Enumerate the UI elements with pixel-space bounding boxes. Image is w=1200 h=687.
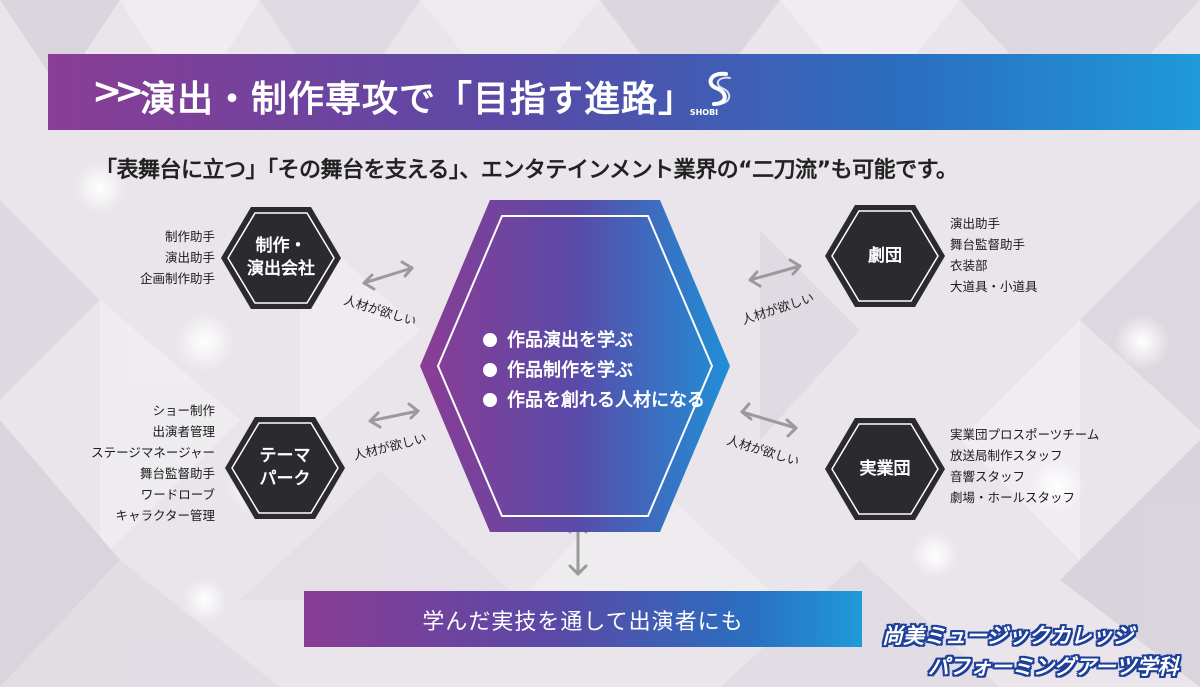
bottom-banner-text: 学んだ実技を通して出演者にも (422, 610, 744, 635)
list-item: 劇場・ホールスタッフ (950, 490, 1076, 505)
double-arrow-icon (362, 260, 414, 291)
theme-park-hexagon (225, 417, 345, 519)
list-item: 企画制作助手 (139, 271, 215, 286)
list-item: 演出助手 (164, 250, 215, 265)
list-item: 音響スタッフ (950, 469, 1026, 484)
center-bullet: 作品演出を学ぶ (483, 326, 633, 352)
shobi-logo (708, 71, 731, 106)
list-item: 制作助手 (164, 229, 215, 244)
production-job-list: 制作助手 演出助手 企画制作助手 (100, 226, 215, 289)
list-item: 衣装部 (950, 258, 988, 273)
list-item: 舞台監督助手 (950, 237, 1026, 252)
center-hexagon (420, 200, 730, 532)
double-arrow-icon (740, 402, 798, 438)
list-item: キャラクター管理 (115, 508, 215, 523)
list-item: 演出助手 (950, 216, 1001, 231)
logo-wordmark: SHOBI (689, 108, 719, 117)
theater-job-list: 演出助手 舞台監督助手 衣装部 大道具・小道具 (950, 213, 1038, 297)
list-item: 放送局制作スタッフ (950, 448, 1063, 463)
theater-company-label: 劇団 (868, 246, 902, 266)
list-item: ワードローブ (140, 487, 215, 502)
list-item: 大道具・小道具 (950, 279, 1038, 294)
double-arrow-icon (368, 402, 420, 429)
theme-park-job-list: ショー制作 出演者管理 ステージマネージャー 舞台監督助手 ワードローブ キャラ… (60, 400, 215, 526)
production-company-hexagon (221, 207, 341, 309)
page-title: 演出・制作専攻で「目指す進路」 (140, 79, 696, 120)
list-item: ショー制作 (152, 403, 215, 418)
list-item: ステージマネージャー (91, 445, 215, 460)
theater-company-hexagon (825, 205, 945, 307)
subtitle: 「表舞台に立つ」「その舞台を支える」、エンタテインメント業界の“二刀流”も可能で… (95, 158, 958, 183)
double-chevron-icon: >> (92, 71, 144, 112)
list-item: 出演者管理 (152, 424, 215, 439)
double-arrow-icon (748, 258, 802, 288)
title-banner (48, 54, 1200, 130)
corporate-team-hexagon (825, 418, 945, 520)
list-item: 実業団プロスポーツチーム (950, 427, 1100, 442)
bullet-dot-icon (483, 393, 497, 407)
theme-park-label: テーマ パーク (259, 446, 311, 489)
department-name: パフォーミングアーツ学科 (928, 655, 1179, 679)
list-item: 舞台監督助手 (139, 466, 215, 481)
corporate-team-label: 実業団 (859, 459, 911, 479)
production-company-label: 制作・ 演出会社 (247, 236, 315, 279)
bottom-banner (304, 591, 862, 647)
bullet-dot-icon (483, 333, 497, 347)
corporate-job-list: 実業団プロスポーツチーム 放送局制作スタッフ 音響スタッフ 劇場・ホールスタッフ (950, 424, 1099, 508)
center-bullet: 作品を創れる人材になる (483, 386, 705, 412)
school-name: 尚美ミュージックカレッジ (882, 624, 1134, 648)
bullet-dot-icon (483, 363, 497, 377)
center-bullet: 作品制作を学ぶ (483, 356, 633, 382)
